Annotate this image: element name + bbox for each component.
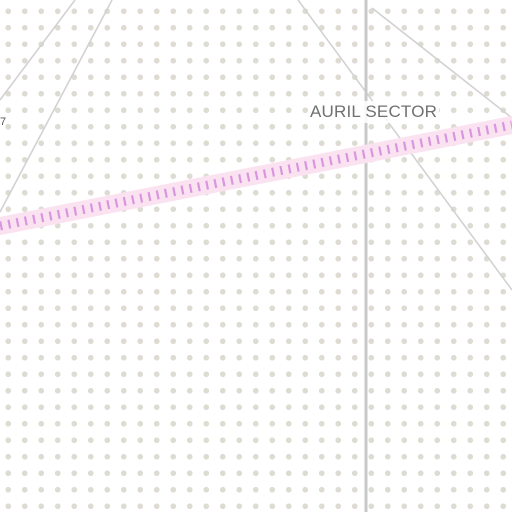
road-diagonal-left (0, 0, 113, 213)
route-dashed-path (0, 120, 512, 231)
sector-label[interactable]: AURIL SECTOR (308, 101, 440, 123)
road-diagonal-far-right (371, 7, 512, 119)
road-diagonal-top-left (0, 0, 76, 101)
map-edge-label: 7 (0, 116, 7, 128)
